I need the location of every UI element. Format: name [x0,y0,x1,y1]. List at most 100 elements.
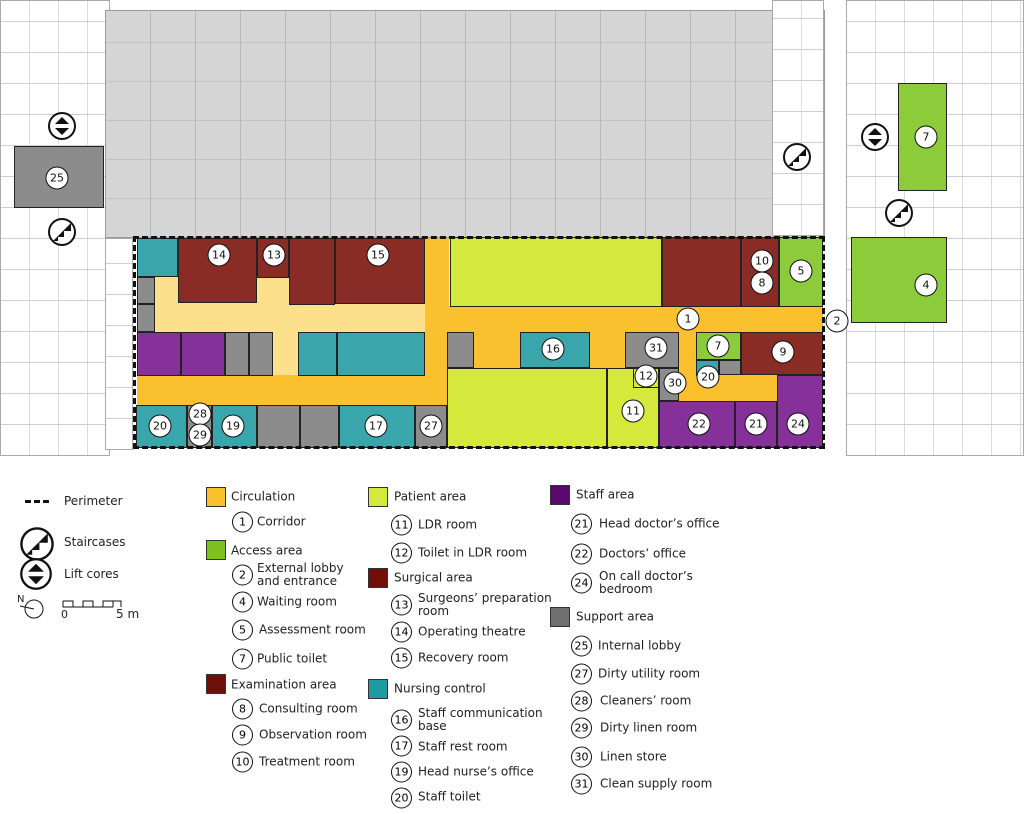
room-support [447,332,474,368]
room-patient-north [450,237,662,307]
legend-item: Recovery room [418,650,509,665]
legend-number: 8 [232,698,253,720]
legend-staircases: Staircases [64,535,126,549]
north-label: N [17,594,25,605]
room-patient-south [447,368,607,448]
room-support [137,277,155,304]
legend-item: Treatment room [259,754,355,769]
room-support [137,304,155,332]
swatch-patient [368,487,388,507]
room-marker: 8 [750,271,774,295]
room-nursing [298,332,337,376]
legend-item: Surgeons’ preparation room [418,591,552,618]
room-staff [181,332,225,376]
legend-number: 12 [391,542,412,564]
room-marker: 25 [45,166,69,190]
legend-number: 16 [391,709,412,731]
legend-item: Dirty linen room [600,720,698,735]
room-marker: 7 [706,334,730,358]
legend-item: Assessment room [259,622,366,637]
legend-number: 24 [571,572,592,594]
north-arrow-icon [19,599,44,619]
room-marker: 9 [771,340,795,364]
corridor-light-branch [273,330,299,376]
legend-item: Consulting room [259,701,358,716]
room-marker: 12 [634,364,658,388]
legend-item: Staff communication base [418,706,543,733]
swatch-access [206,540,226,560]
room-marker: 20 [148,414,172,438]
legend-number: 10 [232,751,253,773]
legend-category: Nursing control [394,681,486,696]
existing-ward-gray [105,10,825,238]
swatch-examination [206,674,226,694]
room-staff [137,332,181,376]
perimeter-line [133,236,825,449]
legend-number: 21 [571,513,592,535]
legend-item: Public toilet [257,651,328,666]
room-marker: 21 [744,412,768,436]
legend-item: Clean supply room [600,776,713,791]
scale-bar [62,600,122,608]
room-marker: 16 [541,337,565,361]
room-marker: 31 [644,336,668,360]
legend-number: 17 [391,735,412,757]
room-marker: 2 [825,309,849,333]
corridor-vertical [425,238,449,406]
legend-category: Staff area [576,487,635,502]
legend-number: 20 [391,787,412,809]
room-marker: 24 [786,412,810,436]
legend-number: 30 [571,746,592,768]
swatch-surgical [368,568,388,588]
legend-item: Internal lobby [598,638,682,653]
legend-number: 31 [571,773,592,795]
legend-category: Access area [231,543,303,558]
room-marker: 4 [914,273,938,297]
legend-number: 27 [571,663,592,685]
room-nursing-nw [137,238,178,277]
swatch-circulation [206,487,226,507]
legend-item: On call doctor’s bedroom [599,569,693,596]
staircase-icon [783,143,811,171]
legend-number: 14 [391,621,412,643]
lift-core-icon [20,558,52,590]
legend-category: Support area [576,609,655,624]
lift-core-icon [861,123,889,151]
legend-number: 5 [232,619,253,641]
staircase-icon [885,199,913,227]
room-marker: 14 [207,243,231,267]
room-marker: 15 [366,243,390,267]
legend-number: 29 [571,717,592,739]
perimeter-swatch [25,500,49,503]
legend-number: 15 [391,647,412,669]
legend-perimeter: Perimeter [64,494,123,508]
legend-number: 4 [232,591,253,613]
legend-number: 11 [391,514,412,536]
corridor-main [447,306,823,333]
scale-end: 5 m [116,607,140,621]
room-support [225,332,249,376]
legend-item: Toilet in LDR room [418,545,528,560]
room-support [300,405,339,448]
room-marker: 7 [914,125,938,149]
room-marker: 30 [663,371,687,395]
legend-lift-cores: Lift cores [64,567,119,581]
room-marker: 20 [696,365,720,389]
right-building [846,0,1024,456]
legend-item: Staff rest room [418,739,508,754]
room-marker: 28 [188,402,212,426]
room-marker: 10 [750,249,774,273]
room-support [249,332,273,376]
swatch-staff [550,485,570,505]
room-nursing [337,332,425,376]
staircase-icon [48,218,76,246]
room-marker: 11 [621,399,645,423]
room-marker: 13 [262,243,286,267]
swatch-nursing [368,679,388,699]
room-surgical [289,238,335,305]
legend-category: Surgical area [394,570,473,585]
legend-number: 1 [232,511,253,533]
legend-item: Corridor [257,514,306,529]
lift-core-icon [48,112,76,140]
